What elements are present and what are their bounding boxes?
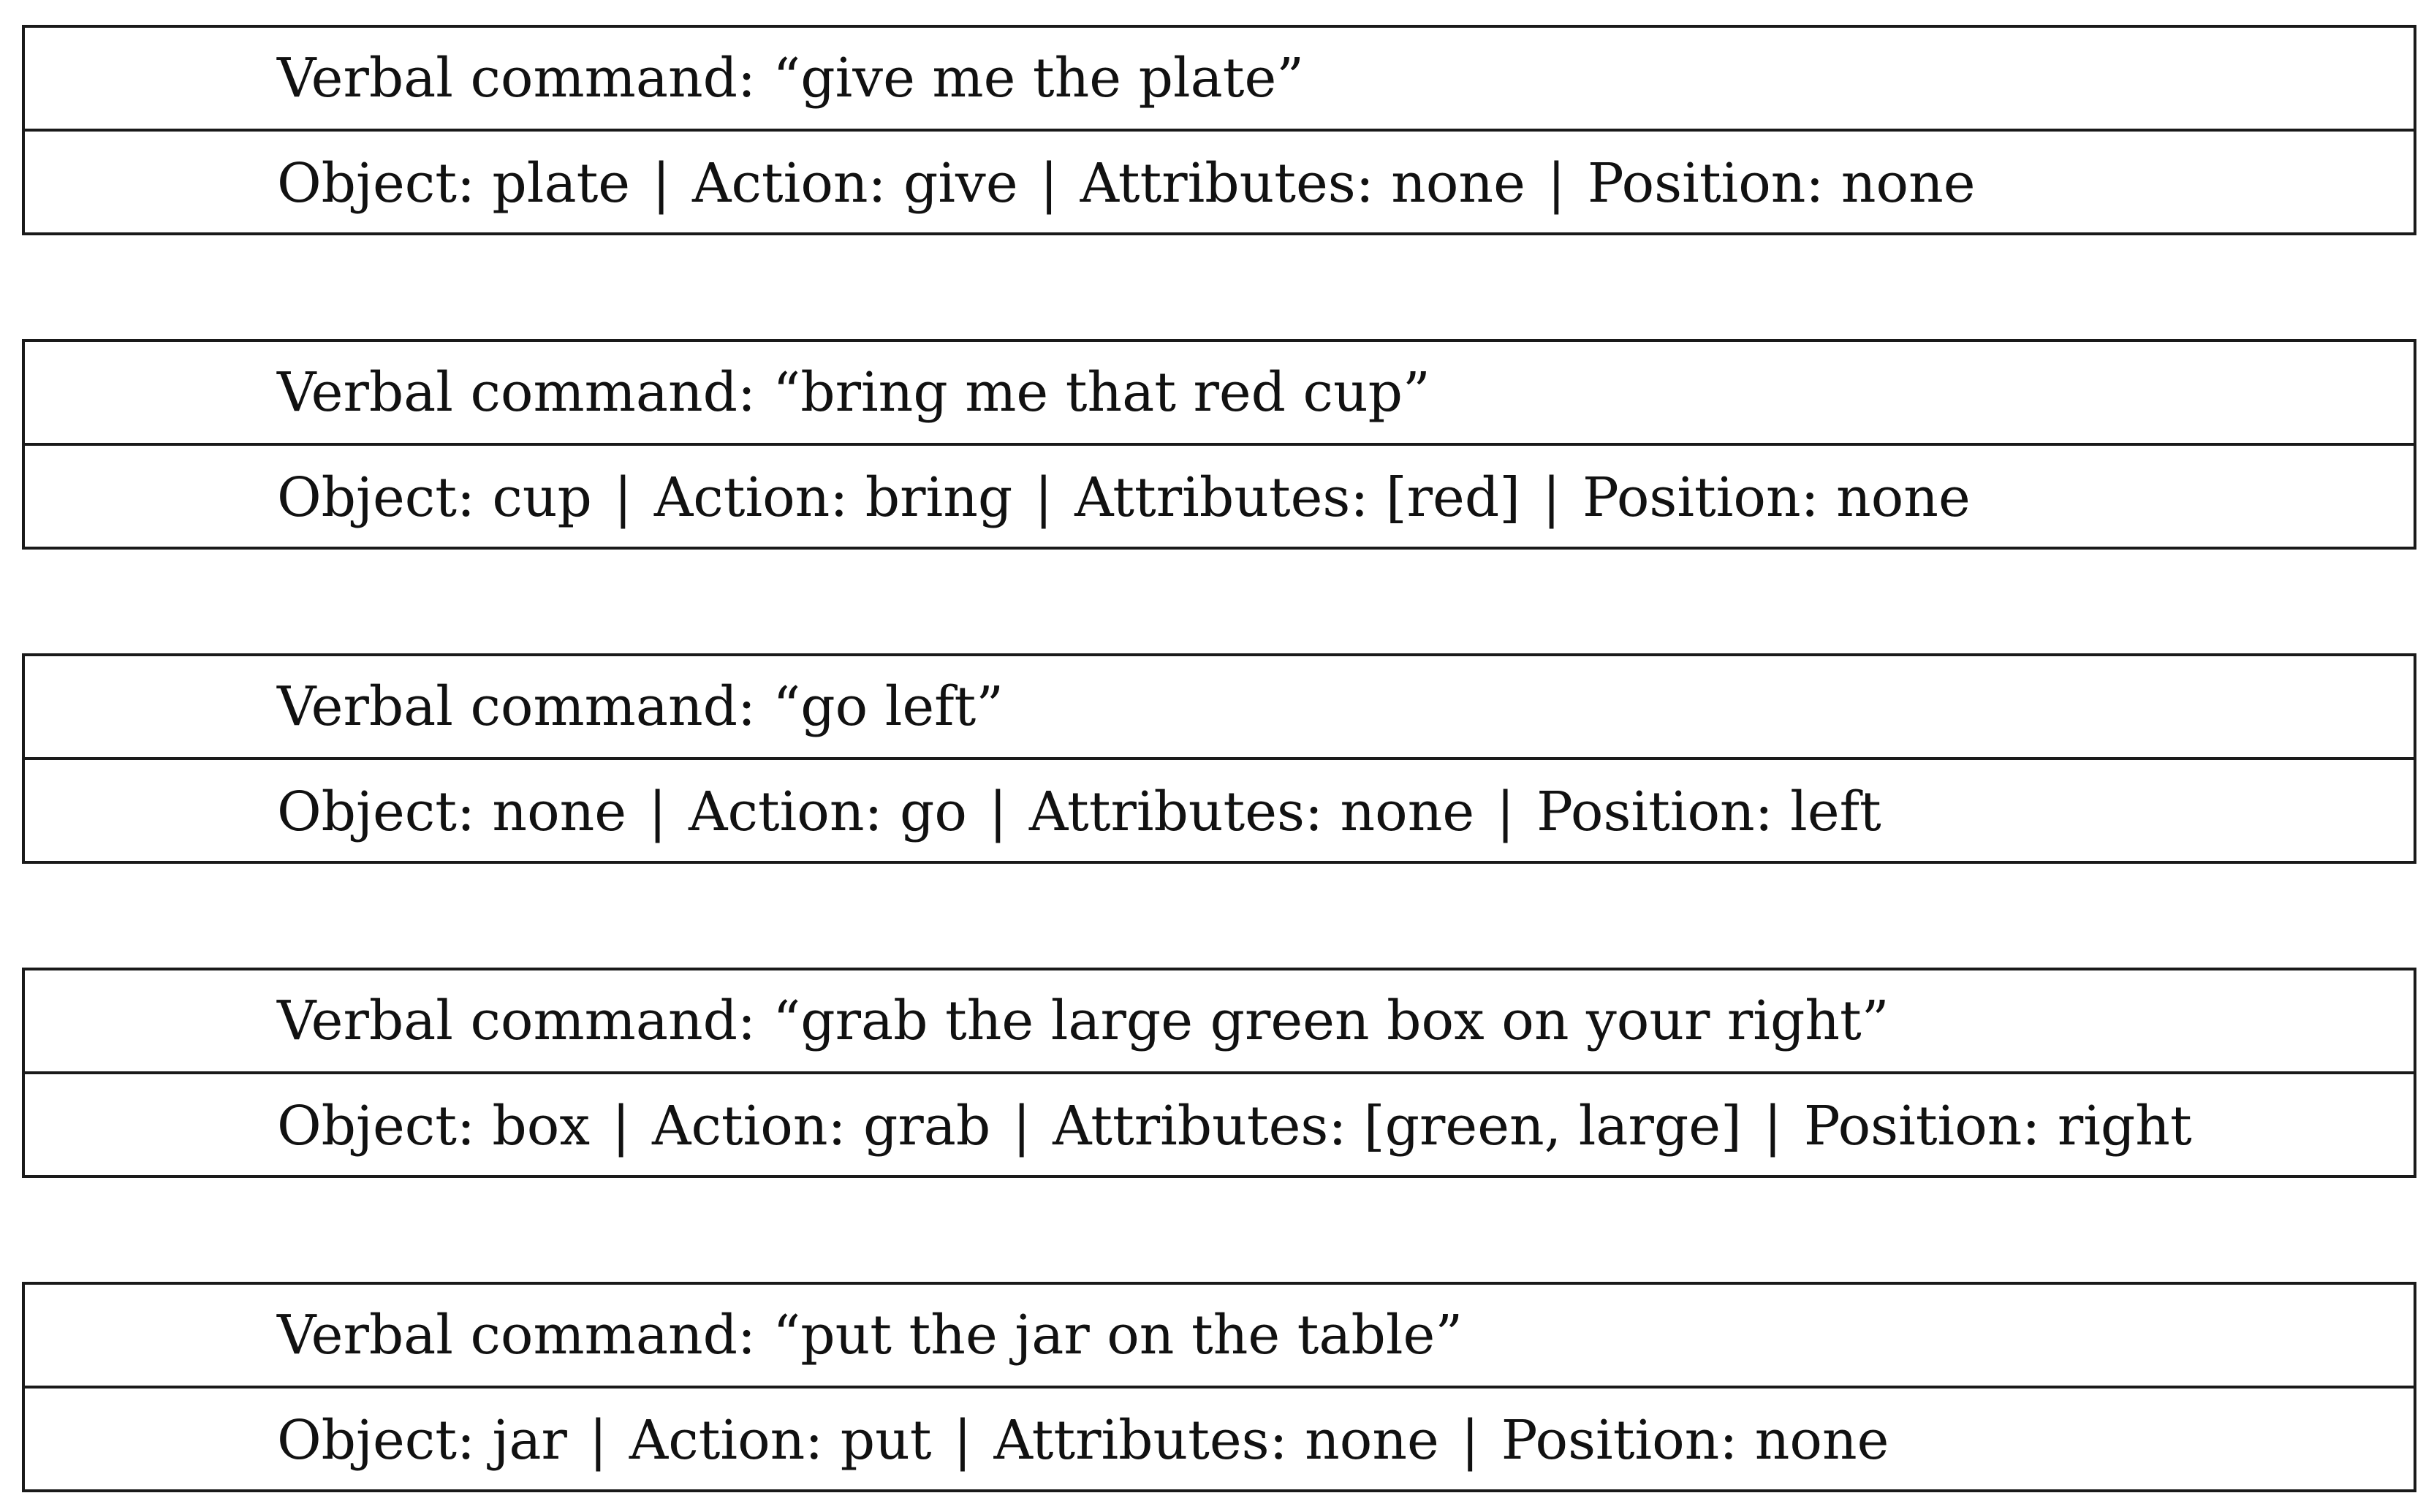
- object-field: Object: box: [277, 1095, 591, 1158]
- attributes-field: Attributes: [red]: [1074, 466, 1521, 529]
- verbal-command: Verbal command: “give me the plate”: [25, 28, 2414, 132]
- field-separator: |: [1496, 780, 1515, 843]
- verbal-command-text: Verbal command: “put the jar on the tabl…: [277, 1304, 1463, 1367]
- command-box: Verbal command: “go left” Object: none |…: [22, 653, 2416, 864]
- action-field: Action: grab: [652, 1095, 991, 1158]
- field-separator: |: [1012, 1095, 1031, 1158]
- position-field: Position: left: [1536, 780, 1881, 843]
- command-box: Verbal command: “bring me that red cup” …: [22, 339, 2416, 550]
- verbal-command: Verbal command: “grab the large green bo…: [25, 970, 2414, 1074]
- position-field: Position: none: [1582, 466, 1971, 529]
- parsed-fields: Object: plate | Action: give | Attribute…: [25, 132, 2414, 235]
- object-field: Object: cup: [277, 466, 592, 529]
- position-field: Position: none: [1587, 152, 1976, 215]
- field-separator: |: [652, 152, 671, 215]
- verbal-command: Verbal command: “go left”: [25, 656, 2414, 760]
- field-separator: |: [588, 1409, 607, 1472]
- parsed-fields: Object: none | Action: go | Attributes: …: [25, 760, 2414, 864]
- verbal-command: Verbal command: “put the jar on the tabl…: [25, 1285, 2414, 1388]
- field-separator: |: [1034, 466, 1053, 529]
- command-box: Verbal command: “put the jar on the tabl…: [22, 1282, 2416, 1492]
- object-field: Object: none: [277, 780, 627, 843]
- attributes-field: Attributes: none: [993, 1409, 1439, 1472]
- attributes-field: Attributes: none: [1028, 780, 1475, 843]
- field-separator: |: [1763, 1095, 1782, 1158]
- field-separator: |: [648, 780, 667, 843]
- parsed-fields: Object: box | Action: grab | Attributes:…: [25, 1074, 2414, 1178]
- field-separator: |: [953, 1409, 972, 1472]
- attributes-field: Attributes: none: [1080, 152, 1525, 215]
- verbal-command-text: Verbal command: “grab the large green bo…: [277, 989, 1889, 1052]
- action-field: Action: put: [629, 1409, 932, 1472]
- action-field: Action: go: [689, 780, 967, 843]
- field-separator: |: [1547, 152, 1566, 215]
- action-field: Action: give: [692, 152, 1018, 215]
- field-separator: |: [988, 780, 1007, 843]
- position-field: Position: none: [1501, 1409, 1889, 1472]
- verbal-command: Verbal command: “bring me that red cup”: [25, 342, 2414, 446]
- field-separator: |: [1460, 1409, 1479, 1472]
- parsed-fields: Object: cup | Action: bring | Attributes…: [25, 446, 2414, 550]
- object-field: Object: jar: [277, 1409, 567, 1472]
- verbal-command-text: Verbal command: “go left”: [277, 675, 1004, 738]
- verbal-command-text: Verbal command: “give me the plate”: [277, 47, 1305, 110]
- verbal-command-text: Verbal command: “bring me that red cup”: [277, 361, 1430, 424]
- field-separator: |: [1039, 152, 1058, 215]
- position-field: Position: right: [1803, 1095, 2192, 1158]
- command-box: Verbal command: “grab the large green bo…: [22, 968, 2416, 1178]
- field-separator: |: [613, 466, 632, 529]
- field-separator: |: [612, 1095, 631, 1158]
- action-field: Action: bring: [653, 466, 1013, 529]
- attributes-field: Attributes: [green, large]: [1053, 1095, 1742, 1158]
- command-box: Verbal command: “give me the plate” Obje…: [22, 25, 2416, 235]
- parsed-fields: Object: jar | Action: put | Attributes: …: [25, 1388, 2414, 1492]
- object-field: Object: plate: [277, 152, 631, 215]
- command-list: Verbal command: “give me the plate” Obje…: [22, 25, 2416, 1492]
- field-separator: |: [1542, 466, 1561, 529]
